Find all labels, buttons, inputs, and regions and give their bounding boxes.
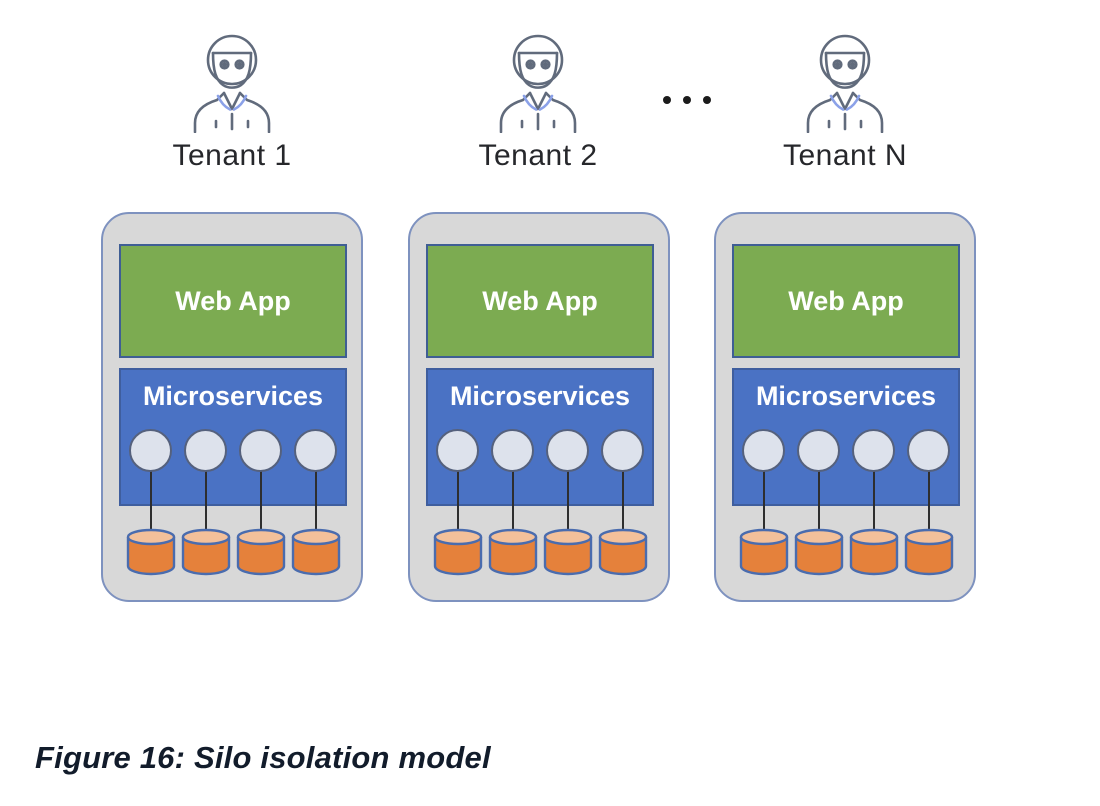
microservice-node — [294, 429, 337, 472]
service-db-connector — [512, 451, 514, 548]
database-icon — [543, 528, 593, 576]
database-icon — [236, 528, 286, 576]
microservice-node — [546, 429, 589, 472]
database-icon — [291, 528, 341, 576]
database-icon — [488, 528, 538, 576]
web-app-box: Web App — [732, 244, 960, 358]
microservice-node — [907, 429, 950, 472]
database-icon — [598, 528, 648, 576]
database-icon — [433, 528, 483, 576]
database-icon — [849, 528, 899, 576]
database-icon — [794, 528, 844, 576]
service-db-connector — [928, 451, 930, 548]
database-icon — [904, 528, 954, 576]
microservice-node — [129, 429, 172, 472]
microservice-node — [797, 429, 840, 472]
tenant-label: Tenant 2 — [478, 139, 598, 172]
tenant-card-1: Web App Microservices — [101, 212, 363, 602]
service-db-connector — [150, 451, 152, 548]
service-db-connector — [763, 451, 765, 548]
tenant-label: Tenant N — [782, 139, 908, 172]
user-icon — [806, 34, 884, 133]
tenant-label: Tenant 1 — [172, 139, 292, 172]
microservice-node — [436, 429, 479, 472]
microservices-label: Microservices — [449, 381, 631, 411]
web-app-label: Web App — [788, 285, 904, 316]
microservice-node — [742, 429, 785, 472]
service-db-connector — [818, 451, 820, 548]
service-db-connector — [205, 451, 207, 548]
ellipsis-dot — [663, 96, 671, 104]
tenant-header-2: Tenant 2 — [428, 33, 648, 173]
microservice-node — [601, 429, 644, 472]
microservice-node — [184, 429, 227, 472]
microservice-node — [852, 429, 895, 472]
database-icon — [739, 528, 789, 576]
database-icon — [126, 528, 176, 576]
web-app-box: Web App — [426, 244, 654, 358]
service-db-connector — [457, 451, 459, 548]
service-db-connector — [315, 451, 317, 548]
database-icon — [181, 528, 231, 576]
figure-caption: Figure 16: Silo isolation model — [35, 740, 491, 775]
microservices-label: Microservices — [755, 381, 937, 411]
more-tenants-ellipsis: ... — [663, 96, 711, 104]
web-app-label: Web App — [175, 285, 291, 316]
user-icon — [193, 34, 271, 133]
user-icon — [499, 34, 577, 133]
microservices-label: Microservices — [142, 381, 324, 411]
service-db-connector — [873, 451, 875, 548]
web-app-box: Web App — [119, 244, 347, 358]
service-db-connector — [622, 451, 624, 548]
ellipsis-dot — [703, 96, 711, 104]
tenant-card-2: Web App Microservices — [408, 212, 670, 602]
tenant-header-1: Tenant 1 — [122, 33, 342, 173]
ellipsis-dot — [683, 96, 691, 104]
service-db-connector — [260, 451, 262, 548]
tenant-card-n: Web App Microservices — [714, 212, 976, 602]
tenant-header-n: Tenant N — [735, 33, 955, 173]
microservice-node — [491, 429, 534, 472]
service-db-connector — [567, 451, 569, 548]
microservice-node — [239, 429, 282, 472]
web-app-label: Web App — [482, 285, 598, 316]
